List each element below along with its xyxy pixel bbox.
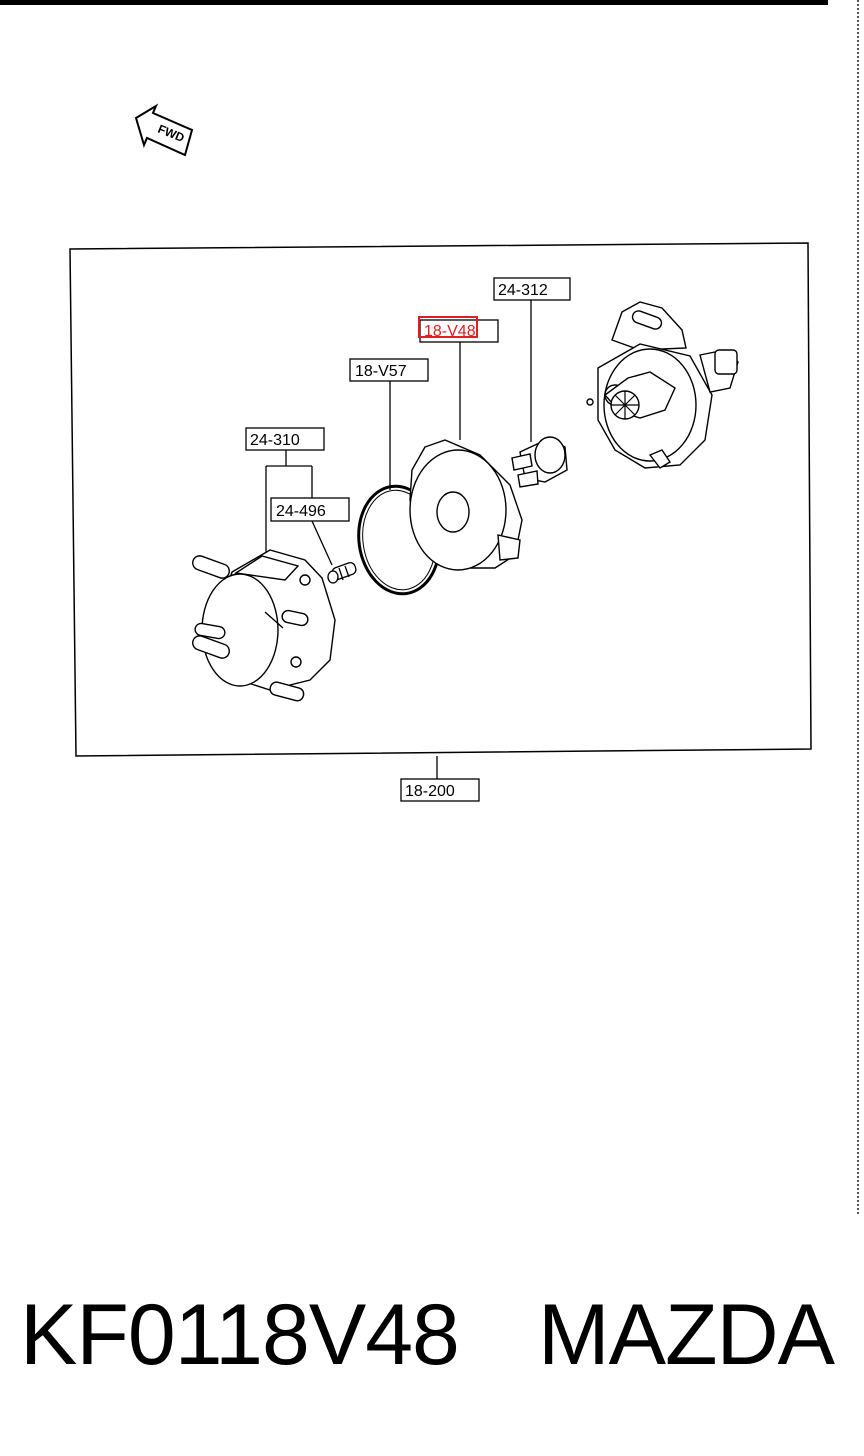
highlight-box [418,316,478,338]
diagram-frame [69,242,812,757]
brand-name: MAZDA [538,1287,835,1383]
spring-part [327,562,357,584]
callout-label: 18-V48 [424,323,476,340]
leader-lines [265,299,532,779]
top-border [0,0,828,5]
callout-label: 24-312 [498,282,548,299]
cam-rotor [511,436,568,488]
callout-label: 18-V57 [355,363,407,380]
callout-18-V57[interactable]: 18-V57 [349,358,429,382]
seal-plate [409,439,523,571]
callout-18-V48[interactable]: 18-V48 [418,316,499,343]
callout-24-310[interactable]: 24-310 [245,427,325,451]
callout-18-200[interactable]: 18-200 [400,778,480,802]
footer: KF0118V48 MAZDA [0,1285,864,1395]
part-number: KF0118V48 [20,1287,460,1383]
callout-label: 24-496 [276,503,326,520]
callout-24-312[interactable]: 24-312 [493,277,571,301]
callout-label: 24-310 [250,432,300,449]
callout-label: 18-200 [405,783,455,800]
callout-24-496[interactable]: 24-496 [270,497,350,522]
vacuum-unit [192,549,336,702]
fwd-arrow-icon: FWD [134,103,194,157]
distributor-housing [586,301,739,469]
